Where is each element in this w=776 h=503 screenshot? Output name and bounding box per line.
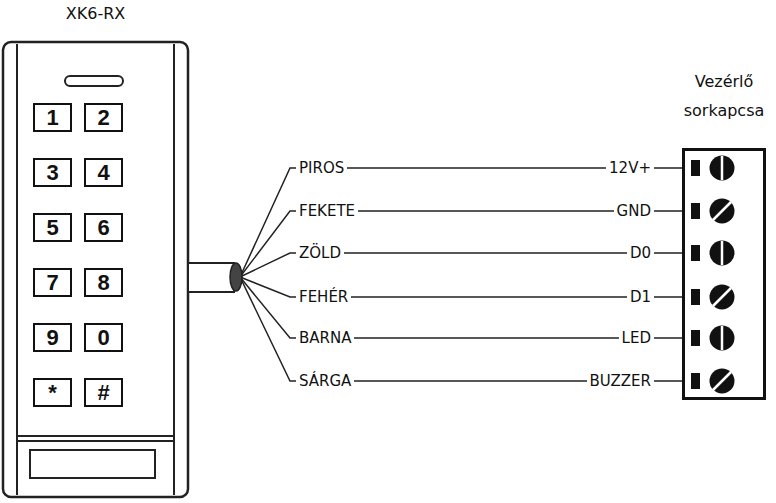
wire-color: SÁRGA — [296, 372, 354, 390]
terminal-tab — [691, 245, 700, 261]
terminal-tab — [691, 373, 700, 389]
screw-slot — [713, 288, 731, 306]
terminal-tab — [691, 203, 700, 219]
key-button: 4 — [84, 158, 123, 187]
terminal-block: Vezérlő sorkapcsa — [682, 148, 766, 400]
wire — [188, 277, 682, 381]
wire-color: FEKETE — [296, 202, 358, 220]
key-label: 9 — [46, 325, 58, 351]
keypad: XK6-RX1234567890*# — [3, 42, 188, 497]
key-label: 6 — [97, 215, 109, 241]
screw-slot — [721, 241, 724, 265]
screw-slot — [713, 372, 731, 390]
key-button: 5 — [33, 213, 72, 242]
signal-name: BUZZER — [587, 372, 654, 390]
signal-name: GND — [614, 202, 654, 220]
key-button: 9 — [33, 323, 72, 352]
key-label: # — [97, 380, 109, 406]
screw-slot — [713, 202, 731, 220]
terminal-screw — [710, 369, 735, 394]
key-label: 4 — [97, 160, 109, 186]
terminal-screw — [710, 199, 735, 224]
device-title: XK6-RX — [3, 4, 188, 24]
key-button: 8 — [84, 268, 123, 297]
key-label: 7 — [46, 270, 58, 296]
signal-name: 12V+ — [606, 159, 654, 177]
keypad-housing — [3, 42, 188, 497]
key-label: 3 — [46, 160, 58, 186]
key-label: 1 — [46, 105, 58, 131]
wire — [188, 168, 682, 277]
key-button: 2 — [84, 103, 123, 132]
terminal-screw — [710, 285, 735, 310]
key-button: 3 — [33, 158, 72, 187]
screw-slot — [721, 156, 724, 180]
wire-color: BARNA — [296, 329, 354, 347]
signal-name: D0 — [627, 244, 654, 262]
terminal-screw — [710, 241, 735, 266]
signal-name: D1 — [627, 288, 654, 306]
wire — [188, 277, 682, 338]
wire — [188, 277, 682, 297]
key-button: # — [84, 378, 123, 407]
wire-color: FEHÉR — [296, 288, 351, 306]
terminal-screw — [710, 326, 735, 351]
cable — [188, 263, 242, 292]
wire — [188, 253, 682, 277]
terminal-tab — [691, 289, 700, 305]
key-button: 6 — [84, 213, 123, 242]
key-button: 1 — [33, 103, 72, 132]
wire-color: PIROS — [296, 159, 347, 177]
wire — [188, 211, 682, 277]
signal-name: LED — [619, 329, 654, 347]
wire-color: ZÖLD — [296, 244, 344, 262]
key-button: * — [33, 378, 72, 407]
screw-slot — [721, 326, 724, 350]
key-button: 7 — [33, 268, 72, 297]
key-label: 8 — [97, 270, 109, 296]
terminal-tab — [691, 330, 700, 346]
terminal-tab — [691, 160, 700, 176]
terminal-title: Vezérlő sorkapcsa — [663, 67, 776, 125]
key-label: 2 — [97, 105, 109, 131]
key-label: * — [48, 380, 57, 406]
key-label: 5 — [46, 215, 58, 241]
key-button: 0 — [84, 323, 123, 352]
terminal-screws — [691, 156, 735, 394]
key-label: 0 — [97, 325, 109, 351]
terminal-screw — [710, 156, 735, 181]
